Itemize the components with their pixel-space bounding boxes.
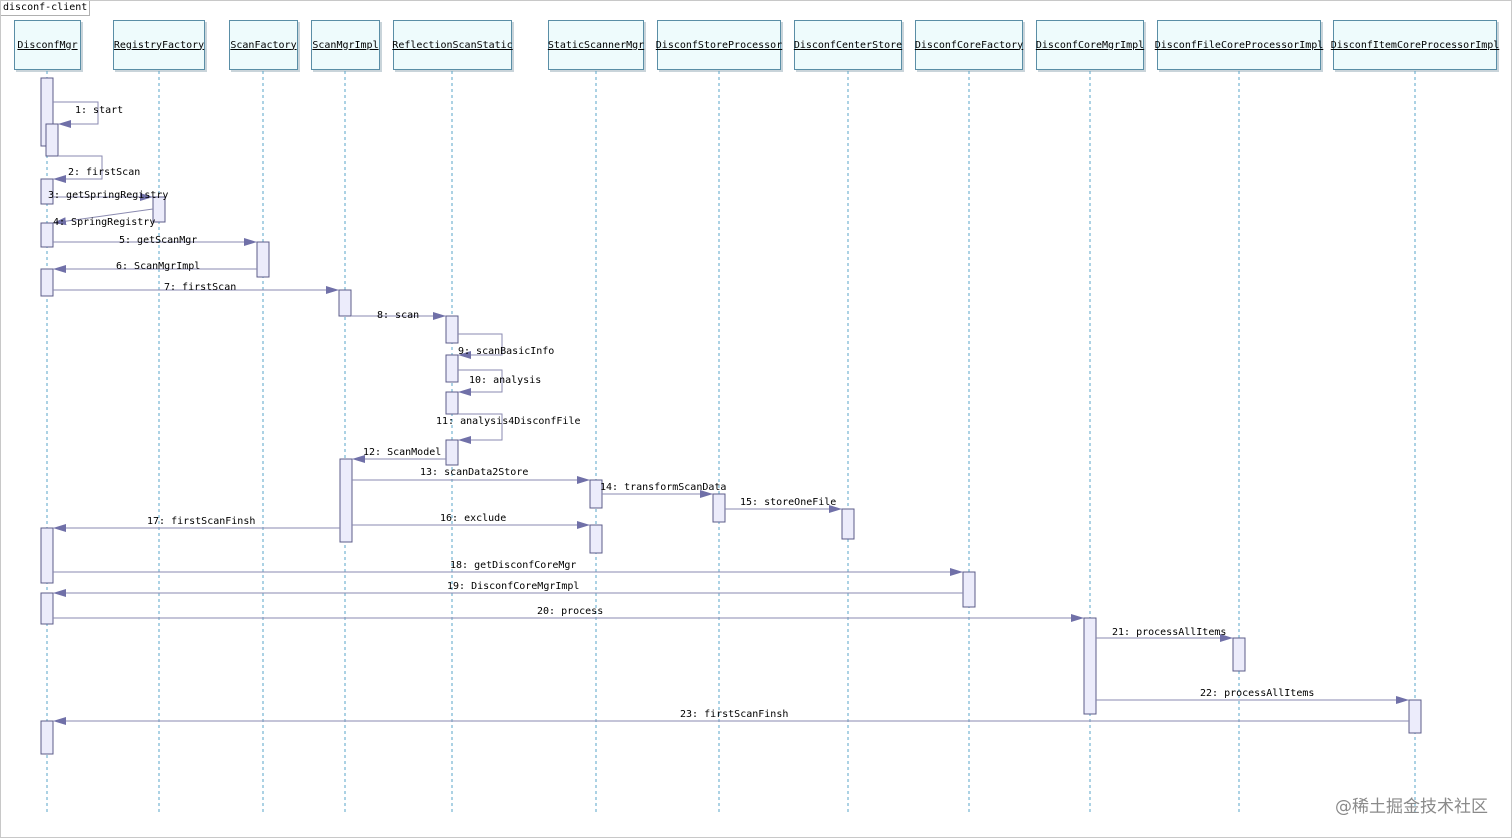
message-label: 11: analysis4DisconfFile [436, 416, 581, 427]
object-scan-mgr-impl: ScanMgrImpl [311, 20, 380, 70]
frame-title: disconf-client [1, 1, 91, 16]
message-label: 15: storeOneFile [740, 497, 836, 508]
activation-bar [1408, 699, 1422, 734]
activation-bar [40, 222, 54, 248]
message-label: 12: ScanModel [363, 447, 441, 458]
message-arrow [53, 155, 103, 183]
activation-bar [445, 391, 459, 415]
message-labels: 1: start 2: firstScan 3: getSpringRegist… [48, 105, 1314, 720]
message-label: 9: scanBasicInfo [458, 346, 554, 357]
message-label: 5: getScanMgr [119, 235, 197, 246]
message-label: 18: getDisconfCoreMgr [450, 560, 576, 571]
activation-bar [1083, 617, 1097, 715]
activation-bar [338, 289, 352, 317]
activations [40, 77, 1422, 755]
message-label: 20: process [537, 606, 603, 617]
watermark: @稀土掘金技术社区 [1335, 797, 1488, 817]
messages [52, 101, 1409, 725]
message-label: 13: scanData2Store [420, 467, 528, 478]
message-arrow [53, 101, 99, 128]
activation-bar [40, 720, 54, 755]
object-scan-factory: ScanFactory [229, 20, 298, 70]
message-arrow [52, 208, 154, 226]
activation-bar [445, 315, 459, 344]
activation-bar [445, 439, 459, 466]
object-disconf-center-store: DisconfCenterStore [794, 20, 902, 70]
message-label: 4: SpringRegistry [53, 217, 155, 228]
object-disconf-store-processor: DisconfStoreProcessor [656, 20, 782, 70]
object-disconf-file-core-processor-impl: DisconfFileCoreProcessorImpl [1155, 20, 1323, 70]
activation-bar [1232, 637, 1246, 672]
activation-bar [45, 123, 59, 157]
activation-bar [40, 527, 54, 584]
lifelines [46, 71, 1416, 815]
message-label: 19: DisconfCoreMgrImpl [447, 581, 579, 592]
activation-bar [712, 493, 726, 523]
activation-bar [339, 458, 353, 543]
message-label: 3: getSpringRegistry [48, 190, 168, 201]
activation-bar [40, 268, 54, 297]
message-label: 22: processAllItems [1200, 688, 1314, 699]
message-label: 21: processAllItems [1112, 627, 1226, 638]
message-label: 14: transformScanData [600, 482, 726, 493]
activation-bar [40, 178, 54, 205]
object-disconf-core-factory: DisconfCoreFactory [915, 20, 1023, 70]
message-label: 16: exclude [440, 513, 506, 524]
message-label: 1: start [75, 105, 123, 116]
activation-bar [445, 354, 459, 383]
message-label: 2: firstScan [68, 167, 140, 178]
object-disconf-mgr: DisconfMgr [14, 20, 81, 70]
message-label: 23: firstScanFinsh [680, 709, 788, 720]
message-arrow [458, 369, 503, 396]
object-static-scanner-mgr: StaticScannerMgr [548, 20, 644, 70]
activation-bar [589, 524, 603, 554]
message-label: 10: analysis [469, 375, 541, 386]
activation-bar [256, 241, 270, 278]
activation-bar [40, 592, 54, 625]
message-arrow [458, 413, 503, 444]
object-reflection-scan-static: ReflectionScanStatic [392, 20, 513, 70]
message-label: 17: firstScanFinsh [147, 516, 255, 527]
object-registry-factory: RegistryFactory [113, 20, 205, 70]
object-disconf-core-mgr-impl: DisconfCoreMgrImpl [1036, 20, 1144, 70]
activation-bar [841, 508, 855, 540]
activation-bar [962, 571, 976, 608]
message-label: 7: firstScan [164, 282, 236, 293]
message-arrow [458, 333, 503, 359]
message-label: 8: scan [377, 310, 419, 321]
object-disconf-item-core-processor-impl: DisconfItemCoreProcessorImpl [1331, 20, 1499, 70]
message-label: 6: ScanMgrImpl [116, 261, 200, 272]
